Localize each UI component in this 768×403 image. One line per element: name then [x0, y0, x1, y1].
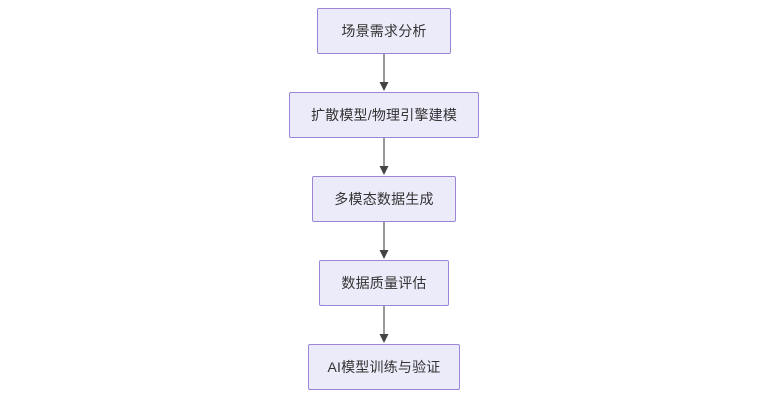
arrow-head-icon	[379, 166, 389, 175]
flow-arrow-n1-to-n2	[379, 54, 389, 91]
flow-node-label: 场景需求分析	[341, 23, 427, 39]
flow-node-label: 多模态数据生成	[334, 191, 434, 207]
flow-node-label: 扩散模型/物理引擎建模	[310, 107, 458, 123]
flow-node-multimodal-data-generation[interactable]: 多模态数据生成	[312, 176, 456, 222]
flow-arrow-n3-to-n4	[379, 222, 389, 259]
flow-arrow-n2-to-n3	[379, 138, 389, 175]
arrow-head-icon	[379, 250, 389, 259]
flow-node-label: AI模型训练与验证	[327, 359, 441, 375]
flow-node-ai-model-training-and-validation[interactable]: AI模型训练与验证	[308, 344, 460, 390]
flow-arrow-n4-to-n5	[379, 306, 389, 343]
arrow-head-icon	[379, 82, 389, 91]
flow-node-scene-requirement-analysis[interactable]: 场景需求分析	[317, 8, 451, 54]
flow-node-data-quality-evaluation[interactable]: 数据质量评估	[319, 260, 449, 306]
arrow-head-icon	[379, 334, 389, 343]
flow-node-diffusion-model-physics-engine-modeling[interactable]: 扩散模型/物理引擎建模	[289, 92, 479, 138]
flow-node-label: 数据质量评估	[341, 275, 427, 291]
